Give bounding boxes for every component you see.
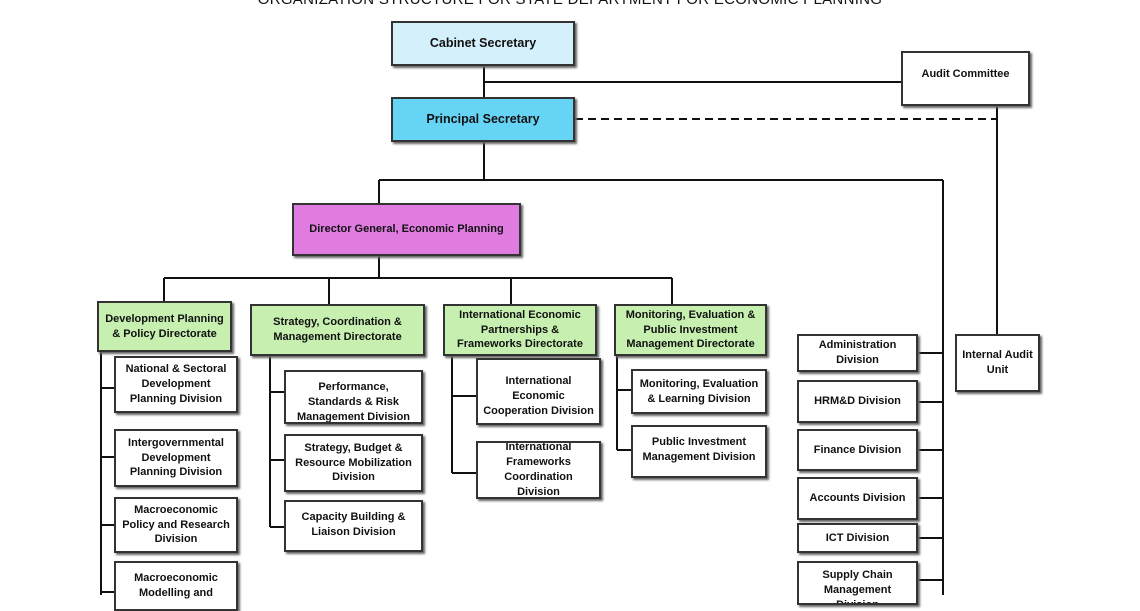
admin-division-box: ICT Division bbox=[797, 523, 918, 553]
directorate-monitoring-evaluation: Monitoring, Evaluation & Public Investme… bbox=[614, 304, 767, 356]
division-box: National & Sectoral Development Planning… bbox=[114, 356, 238, 413]
directorate-strategy-coordination: Strategy, Coordination & Management Dire… bbox=[250, 304, 425, 356]
cabinet-secretary-box: Cabinet Secretary bbox=[391, 21, 575, 66]
division-box: International Frameworks Coordination Di… bbox=[476, 441, 601, 499]
division-box: Intergovernmental Development Planning D… bbox=[114, 429, 238, 487]
division-box: Capacity Building & Liaison Division bbox=[284, 500, 423, 552]
audit-committee-box: Audit Committee bbox=[901, 51, 1030, 106]
principal-secretary-box: Principal Secretary bbox=[391, 97, 575, 142]
division-box: Performance, Standards & Risk Management… bbox=[284, 370, 423, 424]
division-box: International Economic Cooperation Divis… bbox=[476, 358, 601, 425]
division-box: Macroeconomic Policy and Research Divisi… bbox=[114, 497, 238, 553]
division-box: Public Investment Management Division bbox=[631, 425, 767, 478]
director-general-box: Director General, Economic Planning bbox=[292, 203, 521, 256]
division-box: Monitoring, Evaluation & Learning Divisi… bbox=[631, 369, 767, 414]
directorate-international-partnerships: International Economic Partnerships & Fr… bbox=[443, 304, 597, 356]
chart-title: ORGANIZATION STRUCTURE FOR STATE DEPARTM… bbox=[0, 0, 1140, 8]
admin-division-box: Finance Division bbox=[797, 429, 918, 471]
admin-division-box: HRM&D Division bbox=[797, 380, 918, 423]
internal-audit-box: Internal Audit Unit bbox=[955, 334, 1040, 392]
division-box: Macroeconomic Modelling and bbox=[114, 561, 238, 611]
division-box: Strategy, Budget & Resource Mobilization… bbox=[284, 434, 423, 492]
admin-division-box: Administration Division bbox=[797, 334, 918, 372]
admin-division-box: Accounts Division bbox=[797, 477, 918, 520]
connector-lines bbox=[100, 66, 998, 595]
admin-division-box: Supply Chain Management Division bbox=[797, 561, 918, 605]
directorate-development-planning: Development Planning & Policy Directorat… bbox=[97, 301, 232, 352]
